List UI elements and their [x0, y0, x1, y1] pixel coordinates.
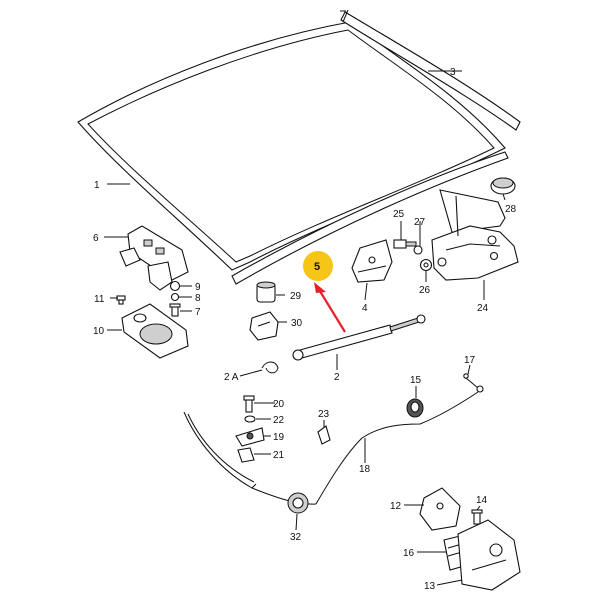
highlight-arrow [314, 282, 346, 333]
screw-14 [471, 509, 483, 525]
label-part-16: 16 [403, 548, 415, 559]
label-part-13: 13 [424, 581, 436, 592]
label-part-2: 2 [334, 372, 340, 383]
label-part-4: 4 [362, 303, 368, 314]
washer-22 [244, 415, 256, 423]
label-part-25: 25 [393, 209, 405, 220]
knob-32 [287, 492, 309, 514]
label-part-2a: 2 A [224, 372, 239, 383]
screw-7 [169, 303, 181, 317]
label-part-7: 7 [195, 307, 201, 318]
bracket [351, 239, 393, 283]
release-cable [183, 391, 479, 505]
nut-26 [419, 258, 433, 272]
lock-assembly [119, 225, 189, 291]
bracket-12 [419, 487, 461, 531]
label-part-24: 24 [477, 303, 489, 314]
clamp-19 [235, 427, 265, 447]
gas-strut [292, 314, 426, 361]
label-part-17: 17 [464, 355, 476, 366]
label-part-15: 15 [410, 375, 422, 386]
screw-11 [116, 295, 126, 305]
label-part-18: 18 [359, 464, 371, 475]
leader-lines [104, 10, 506, 586]
cable-end-17 [463, 373, 484, 393]
label-part-11: 11 [94, 294, 105, 305]
label-part-22: 22 [273, 415, 285, 426]
washer-27 [413, 245, 423, 255]
lock-plate [121, 303, 189, 359]
label-part-6: 6 [93, 233, 99, 244]
label-part-26: 26 [419, 285, 431, 296]
label-part-3: 3 [450, 67, 456, 78]
label-part-29: 29 [290, 291, 302, 302]
clip-2a [261, 361, 279, 374]
label-part-28: 28 [505, 204, 517, 215]
grommet [490, 177, 516, 195]
label-part-21: 21 [273, 450, 285, 461]
label-part-12: 12 [390, 501, 402, 512]
label-part-30: 30 [291, 318, 303, 329]
label-part-9: 9 [195, 282, 201, 293]
label-part-10: 10 [93, 326, 105, 337]
cap-30 [249, 311, 279, 341]
label-part-5: 5 [314, 261, 320, 273]
label-part-32: 32 [290, 532, 302, 543]
label-part-1: 1 [94, 180, 100, 191]
grommet-21 [237, 447, 255, 463]
lock-housing-13 [457, 519, 521, 591]
label-part-19: 19 [273, 432, 285, 443]
hinge-assembly [431, 189, 519, 281]
label-part-20: 20 [273, 399, 285, 410]
label-part-27: 27 [414, 217, 426, 228]
screw-20 [243, 395, 255, 413]
highlight-marker [303, 251, 333, 281]
label-part-14: 14 [476, 495, 488, 506]
hardware-9 [169, 280, 181, 292]
hood-lid [77, 21, 509, 285]
label-part-23: 23 [318, 409, 330, 420]
part-labels: 1 3 6 11 10 9 8 7 29 30 4 25 27 26 24 28… [93, 67, 517, 592]
bolt-25 [393, 239, 417, 249]
label-part-8: 8 [195, 293, 201, 304]
hardware-8 [170, 292, 180, 302]
buffer-29 [256, 281, 276, 303]
clip-23 [317, 425, 331, 445]
grommet-15 [406, 398, 424, 418]
